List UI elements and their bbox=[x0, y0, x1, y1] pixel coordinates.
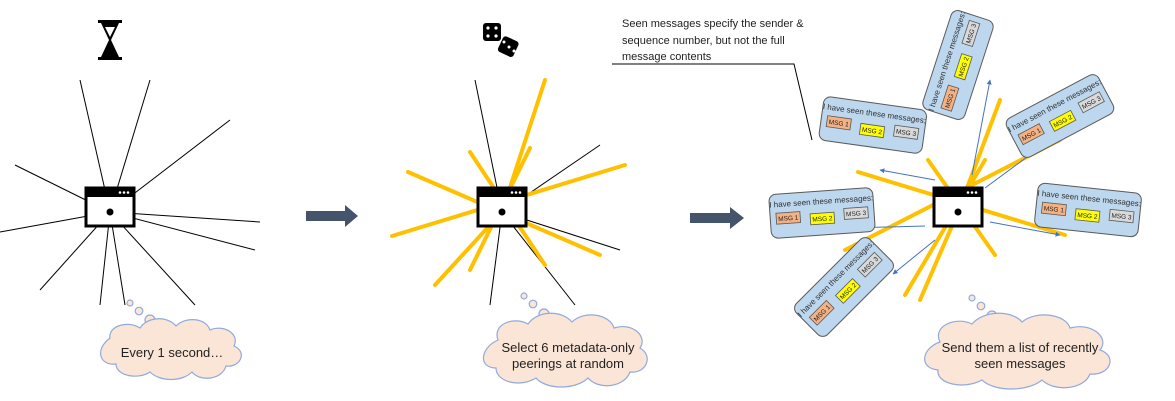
callout-note: Seen messages specify the sender & seque… bbox=[612, 18, 813, 141]
msg-2-label: MSG 2 bbox=[1077, 212, 1098, 221]
server-window-icon bbox=[932, 186, 984, 228]
caption-line: Every 1 second… bbox=[121, 345, 224, 360]
msg-1-label: MSG 1 bbox=[1043, 205, 1064, 214]
server-window-icon bbox=[476, 186, 528, 228]
msg-1-label: MSG 1 bbox=[828, 119, 849, 129]
message-card-upper-left: I have seen these messages: MSG 1 MSG 2 … bbox=[818, 96, 927, 154]
msg-2-label: MSG 2 bbox=[861, 127, 882, 137]
hourglass-icon bbox=[98, 20, 122, 60]
caption-line: Send them a list of recently bbox=[942, 340, 1099, 355]
server-window-icon bbox=[84, 186, 136, 228]
caption-line: Select 6 metadata-only bbox=[502, 340, 635, 355]
message-card-right: I have seen these messages: MSG 1 MSG 2 … bbox=[1034, 182, 1142, 238]
msg-3-label: MSG 3 bbox=[1111, 212, 1132, 221]
panel-2: Select 6 metadata-only peerings at rando… bbox=[390, 23, 648, 388]
panel-1: Every 1 second… bbox=[0, 20, 261, 381]
panel-3: Seen messages specify the sender & seque… bbox=[612, 10, 1142, 390]
message-card-lower-left: I have seen these messages: MSG 1 MSG 2 … bbox=[794, 237, 894, 337]
message-card-left: I have seen these messages: MSG 1 MSG 2 … bbox=[768, 187, 876, 239]
note-line: sequence number, but not the full bbox=[622, 35, 785, 47]
note-line: message contents bbox=[622, 51, 712, 63]
transition-arrow-1 bbox=[306, 205, 358, 227]
note-line: Seen messages specify the sender & bbox=[622, 18, 804, 30]
message-card-top: I have seen these messages: MSG 1 MSG 2 … bbox=[922, 10, 994, 120]
msg-3-label: MSG 3 bbox=[896, 128, 917, 138]
message-card-upper-right: I have seen these messages: MSG 1 MSG 2 … bbox=[1005, 74, 1115, 158]
caption-cloud-1: Every 1 second… bbox=[100, 318, 242, 381]
caption-line: seen messages bbox=[974, 356, 1066, 371]
caption-line: peerings at random bbox=[512, 356, 624, 371]
dice-icon bbox=[483, 23, 519, 57]
transition-arrow-2 bbox=[690, 207, 744, 229]
msg-2-label: MSG 2 bbox=[812, 215, 833, 223]
msg-1-label: MSG 1 bbox=[778, 215, 799, 223]
msg-3-label: MSG 3 bbox=[846, 210, 867, 218]
selected-peerings-2 bbox=[390, 78, 627, 287]
caption-cloud-2: Select 6 metadata-only peerings at rando… bbox=[482, 312, 648, 388]
caption-cloud-3: Send them a list of recently seen messag… bbox=[924, 312, 1111, 390]
